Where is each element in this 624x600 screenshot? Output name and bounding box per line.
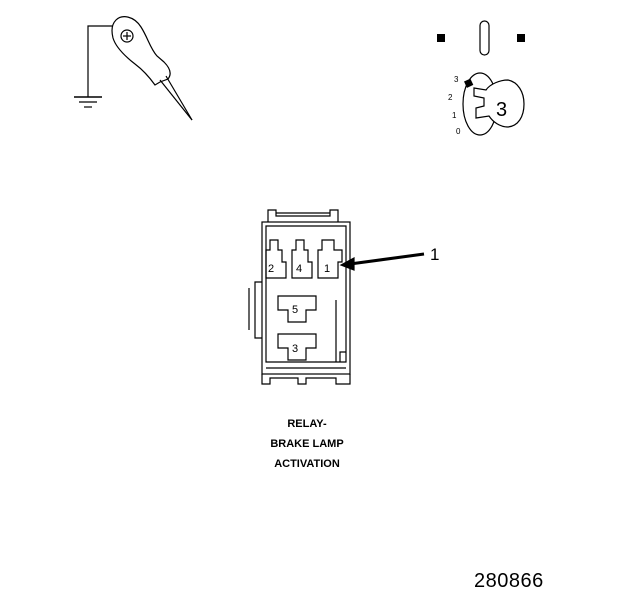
ignition-position-0: 0: [456, 127, 461, 136]
relay-terminal-4: [291, 239, 313, 279]
relay-terminal-labels: 2 4 1 5 3: [268, 263, 330, 355]
callout-number: 1: [430, 245, 439, 264]
callout-arrow: [339, 252, 425, 271]
relay-terminal-3: [277, 333, 317, 361]
ignition-switch-icon: [437, 20, 525, 136]
test-probe-icon: [111, 16, 193, 121]
ignition-position-3: 3: [454, 75, 459, 84]
relay-terminal-2: [265, 239, 287, 279]
relay-terminal-1: [317, 239, 343, 279]
caption-line-3: ACTIVATION: [274, 458, 340, 470]
key-number-label: 3: [496, 99, 507, 121]
ignition-position-labels: 3 2 1 0: [448, 75, 461, 136]
terminal-label-3: 3: [292, 343, 298, 355]
ignition-position-1: 1: [452, 111, 457, 120]
relay-terminal-5: [277, 295, 317, 323]
ground-symbol: [74, 25, 118, 108]
caption-line-1: RELAY-: [287, 418, 327, 430]
terminal-label-2: 2: [268, 263, 274, 275]
relay-connector: [248, 209, 351, 385]
ignition-position-2: 2: [448, 93, 453, 102]
terminal-label-1: 1: [324, 263, 330, 275]
terminal-label-5: 5: [292, 304, 298, 316]
figure-number: 280866: [474, 570, 544, 592]
terminal-label-4: 4: [296, 263, 302, 275]
caption-line-2: BRAKE LAMP: [270, 438, 344, 450]
